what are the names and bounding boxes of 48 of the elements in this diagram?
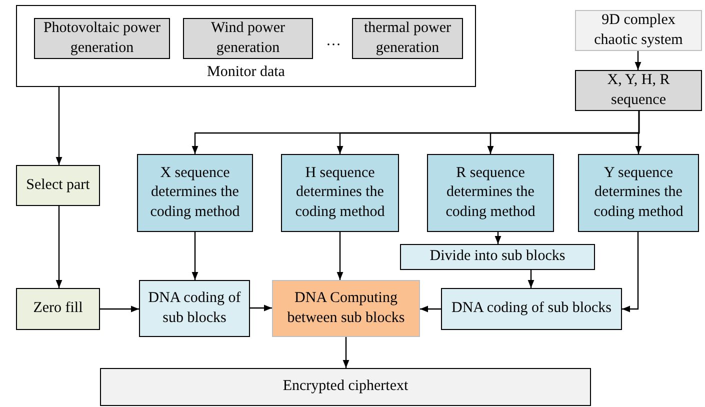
process-box: [575, 10, 702, 51]
arrow: [622, 232, 639, 312]
process-box: [352, 18, 463, 59]
box-label: DNA coding of sub blocks: [450, 299, 612, 318]
box-label: 9D complex chaotic system: [593, 11, 684, 50]
group-box: [16, 5, 476, 87]
box-label: DNA Computing between sub blocks: [286, 289, 406, 328]
arrow: [494, 232, 502, 244]
process-box: [441, 288, 622, 330]
process-box: [578, 154, 699, 232]
arrow: [250, 304, 272, 312]
arrow: [342, 337, 350, 368]
process-box: [16, 288, 100, 330]
process-box: [139, 280, 250, 337]
box-label: Monitor data: [206, 62, 286, 82]
arrow: [192, 232, 198, 280]
process-box: [183, 18, 313, 59]
box-label: H sequence determines the coding method: [294, 164, 386, 222]
box-label: Encrypted ciphertext: [282, 377, 410, 396]
process-box: [34, 18, 170, 59]
box-label: X sequence determines the coding method: [149, 164, 241, 222]
process-box: [137, 154, 253, 232]
box-label: thermal power generation: [362, 19, 452, 58]
arrow: [634, 51, 642, 70]
ellipsis-text: …: [326, 33, 341, 50]
arrow: [528, 270, 534, 288]
box-label: R sequence determines the coding method: [444, 164, 536, 222]
arrow: [635, 111, 642, 154]
box-label: Select part: [25, 176, 91, 195]
process-box: [575, 70, 702, 111]
box-label: Wind power generation: [210, 19, 286, 58]
process-box: [100, 368, 591, 406]
arrow: [100, 306, 139, 312]
process-box: [427, 154, 554, 232]
box-label: Y sequence determines the coding method: [592, 164, 684, 222]
arrow: [420, 306, 441, 312]
box-label: X, Y, H, R sequence: [606, 71, 671, 110]
process-box: [272, 280, 420, 337]
arrow: [56, 87, 62, 165]
process-box: [281, 154, 399, 232]
process-box: [16, 165, 100, 206]
arrow: [336, 232, 344, 280]
arrow: [56, 206, 62, 288]
process-box: [400, 244, 595, 270]
box-label: Zero fill: [32, 299, 84, 318]
box-label: Divide into sub blocks: [428, 247, 566, 266]
box-label: DNA coding of sub blocks: [147, 289, 242, 328]
box-label: Photovoltaic power generation: [42, 19, 162, 58]
